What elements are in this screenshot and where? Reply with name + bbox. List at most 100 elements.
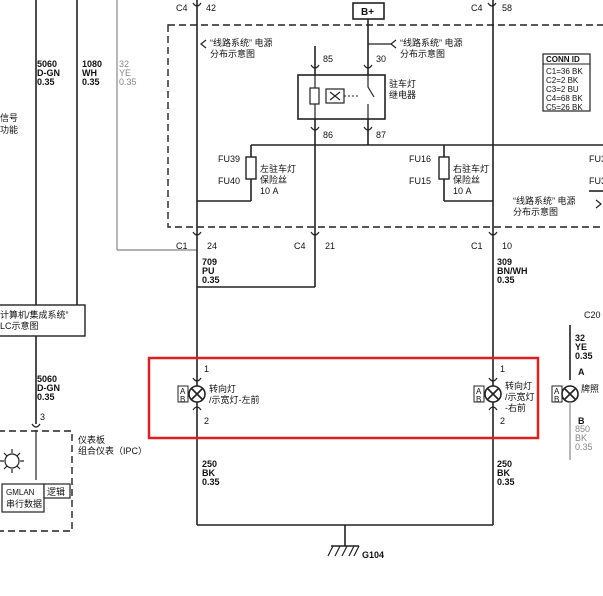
conn-id-row-1: C1=36 BK: [546, 67, 583, 76]
bot-conn-c4-21-pin: 21: [325, 241, 335, 251]
ref-computer-box: [0, 304, 86, 337]
cluster-gmlan: GMLAN: [6, 488, 35, 497]
conn-id-row-3: C3=2 BU: [546, 85, 579, 94]
relay-label: 驻车灯继电器: [389, 78, 416, 100]
top-conn-left-name: C4: [176, 3, 188, 13]
left-edge-text-1: 信号: [0, 112, 18, 123]
lamp-left-top-symbol: [192, 377, 202, 382]
lamp-left-bulb-cross: [190, 387, 204, 401]
cluster-logic: 逻辑: [47, 486, 65, 497]
wire-32-color: YE: [119, 68, 131, 78]
cluster-pin: 3: [40, 412, 45, 422]
cluster-lamp-rays: [0, 449, 24, 473]
wire-5060-lower-circuit: 5060: [37, 374, 57, 384]
ground-icon: [327, 545, 360, 557]
lamp-right-ab-box: [473, 385, 485, 403]
cluster-boundary: [0, 430, 73, 532]
wire-1080-color: WH: [82, 68, 97, 78]
fuse-left-top: FU39: [218, 154, 240, 164]
plate-b: B: [554, 395, 559, 404]
bot-conn-c1-10-symbol: [488, 231, 498, 236]
conn-id-row-5: C5=26 BK: [546, 103, 583, 112]
relay-body: [297, 74, 386, 120]
plate-wire-bottom-color: BK: [575, 433, 587, 443]
plate-pin-b: B: [578, 416, 585, 426]
wire-5060-lower-size: 0.35: [37, 392, 55, 402]
plate-wire-top-size: 0.35: [575, 351, 593, 361]
power-source-label: B+: [361, 7, 374, 18]
top-conn-right-name: C4: [471, 3, 483, 13]
wire-1080-size: 0.35: [82, 77, 100, 87]
ref-computer-label: 计算机/集成系统”LC示意图: [0, 309, 69, 331]
lamp-left-pin-bottom: 2: [204, 416, 209, 426]
plate-wire-top-circuit: 32: [575, 333, 585, 343]
wire-709-circuit: 709: [202, 257, 217, 267]
fuse-right-bottom: FU15: [409, 176, 431, 186]
wire-309-size: 0.35: [497, 275, 515, 285]
lamp-left-pin-top: 1: [204, 364, 209, 374]
cluster-pin-symbol: [31, 423, 41, 428]
ground-wire-left-circuit: 250: [202, 459, 217, 469]
fuse-block-boundary: [167, 24, 603, 228]
wire-309-color: BN/WH: [497, 266, 528, 276]
fuse-left-body: [245, 156, 257, 180]
wire-709-size: 0.35: [202, 275, 220, 285]
cluster-lamp-icon: [4, 453, 20, 469]
lamp-right-pin-top: 1: [500, 364, 505, 374]
ref-power-right: “线路系统” 电源分布示意图: [513, 195, 576, 217]
wire-709-color: PU: [202, 266, 215, 276]
wire-5060-size: 0.35: [37, 77, 55, 87]
bot-conn-c1-24-name: C1: [176, 241, 188, 251]
cluster-gmlan-box: [1, 483, 45, 513]
ground-wire-left-size: 0.35: [202, 477, 220, 487]
lamp-right-a: A: [476, 387, 482, 396]
lamp-right-top-symbol: [488, 377, 498, 382]
fuse-right-top: FU16: [409, 154, 431, 164]
left-edge-text-2: 功能: [0, 124, 18, 135]
ground-wire-right-circuit: 250: [497, 459, 512, 469]
ref-power-center: “线路系统” 电源分布示意图: [400, 37, 463, 59]
lamp-left-ab-box: [177, 385, 189, 403]
wire-1080-circuit: 1080: [82, 59, 102, 69]
lamp-left-b: B: [180, 395, 185, 404]
fuse-right-body: [438, 156, 450, 180]
relay-pin-87: 87: [376, 130, 386, 140]
ref-power-right-arrow: [595, 199, 602, 209]
lamp-left-a: A: [180, 387, 186, 396]
wire-32-circuit: 32: [119, 59, 129, 69]
relay-pin-85: 85: [323, 54, 333, 64]
highlight-frame: [147, 356, 540, 440]
plate-wire-bottom-circuit: 850: [575, 424, 590, 434]
lamp-right-bottom-symbol: [488, 406, 498, 411]
ref-power-left: “线路系统” 电源分布示意图: [210, 37, 273, 59]
bot-conn-c4-21-symbol: [310, 231, 320, 236]
conn-id-row-4: C4=68 BK: [546, 94, 583, 103]
plate-wire-bottom-size: 0.35: [575, 442, 593, 452]
right-edge-fuse-1: FU3: [589, 154, 603, 164]
conn-id-title: CONN ID: [546, 55, 580, 64]
cluster-label: 仪表板组合仪表（IPC）: [78, 434, 147, 456]
relay-pin85-symbol: [310, 64, 320, 69]
top-conn-right-pin: 58: [502, 3, 512, 13]
lamp-left-bottom-symbol: [192, 406, 202, 411]
relay-pin-30: 30: [376, 54, 386, 64]
plate-a: A: [554, 387, 560, 396]
conn-id-row-2: C2=2 BK: [546, 76, 579, 85]
plate-pin-a: A: [578, 367, 585, 377]
relay-pin30-symbol: [363, 64, 373, 69]
wire-5060-color: D-GN: [37, 68, 60, 78]
lamp-right-bulb-cross: [486, 387, 500, 401]
ground-wire-right-color: BK: [497, 468, 510, 478]
top-conn-left-pin: 42: [206, 3, 216, 13]
wire-309-circuit: 309: [497, 257, 512, 267]
plate-bulb-cross: [563, 387, 577, 401]
bot-conn-c1-10-pin: 10: [502, 241, 512, 251]
plate-label: 牌照: [581, 383, 599, 394]
relay-pin-86: 86: [323, 130, 333, 140]
bot-conn-c1-10-name: C1: [471, 241, 483, 251]
cluster-serial: 串行数据: [6, 498, 42, 509]
cluster-logic-box: [43, 483, 71, 499]
